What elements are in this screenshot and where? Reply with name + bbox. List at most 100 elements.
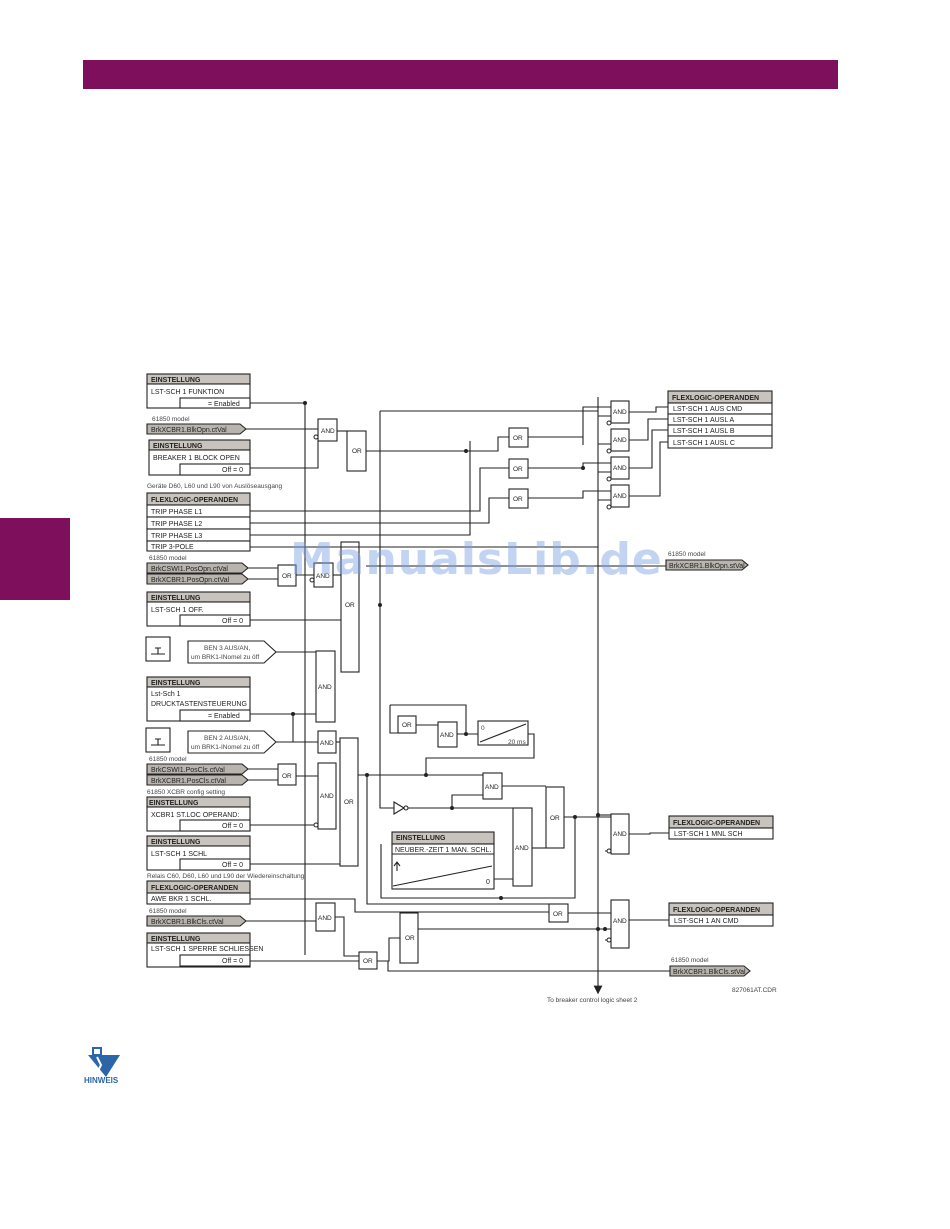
setting-close-label: LST-SCH 1 SCHL [151, 851, 207, 858]
setting-off-value: Off = 0 [222, 618, 243, 625]
operand-ausl-c: LST-SCH 1 AUSL C [673, 440, 735, 447]
and-gate-label: AND [613, 831, 627, 838]
model-label: 61850 model [668, 551, 706, 558]
and-gate-label: AND [321, 428, 335, 435]
blkopn-ctval-tag: BrkXCBR1.BlkOpn.ctVal [151, 427, 227, 434]
setting-off-label: LST-SCH 1 OFF. [151, 607, 204, 614]
setting-header: EINSTELLUNG [151, 839, 201, 846]
and-gate-label: AND [320, 793, 334, 800]
and-gate-label: AND [318, 684, 332, 691]
flexlogic-header: FLEXLOGIC-OPERANDEN [673, 907, 760, 914]
footer-text: To breaker control logic sheet 2 [547, 997, 638, 1004]
and-gate-label: AND [613, 437, 627, 444]
header-bar [83, 60, 838, 89]
and-gate-label: AND [613, 409, 627, 416]
xcbr-poscls-tag: BrkXCBR1.PosCls.ctVal [151, 778, 226, 785]
model-label: 61850 model [149, 756, 187, 763]
blkcls-stval-tag: BrkXCBR1.BlkCls.stVal [673, 969, 746, 976]
timer-pickup: 0 [481, 725, 485, 732]
pushbutton2-line2: um BRK1-INomel zu öff [191, 744, 259, 751]
csw-poscls-tag: BrkCSWI1.PosCls.ctVal [151, 767, 225, 774]
flexlogic-header: FLEXLOGIC-OPERANDEN [672, 395, 759, 402]
setting-pushbutton-label1: Lst-Sch 1 [151, 691, 181, 698]
or-gate-label: OR [550, 815, 560, 822]
and-gate-label: AND [613, 918, 627, 925]
note-relais: Relais C60, D60, L60 und L90 der Wiedere… [147, 873, 305, 880]
operand-trip-l3: TRIP PHASE L3 [151, 533, 202, 540]
setting-header: EINSTELLUNG [396, 835, 446, 842]
setting-pushbutton-label2: DRUCKTASTENSTEUERUNG [151, 701, 247, 708]
model-label: 61850 model [149, 908, 187, 915]
operand-an-cmd: LST-SCH 1 AN CMD [674, 918, 739, 925]
setting-header: EINSTELLUNG [151, 680, 201, 687]
model-label: 61850 model [149, 555, 187, 562]
setting-block-open-label: BREAKER 1 BLOCK OPEN [153, 455, 240, 462]
or-gate-label: OR [282, 773, 292, 780]
flexlogic-header: FLEXLOGIC-OPERANDEN [673, 820, 760, 827]
and-gate-label: AND [318, 915, 332, 922]
setting-header: EINSTELLUNG [149, 800, 199, 807]
setting-function-value: = Enabled [208, 401, 240, 408]
operand-ausl-a: LST-SCH 1 AUSL A [673, 417, 735, 424]
pushbutton3-line1: BEN 3 AUS/AN, [204, 645, 250, 652]
setting-reclose-time-zero: 0 [486, 879, 490, 886]
setting-header: EINSTELLUNG [151, 936, 201, 943]
or-gate-label: OR [513, 435, 523, 442]
or-gate-label: OR [345, 602, 355, 609]
timer-dropout: 20 ms [508, 739, 526, 746]
or-gate-label: OR [405, 935, 415, 942]
blkcls-ctval-tag: BrkXCBR1.BlkCls.ctVal [151, 919, 224, 926]
operand-trip-l1: TRIP PHASE L1 [151, 509, 202, 516]
or-gate-label: OR [282, 573, 292, 580]
or-gate-label: OR [553, 911, 563, 918]
or-gate-label: OR [344, 799, 354, 806]
setting-function-label: LST-SCH 1 FUNKTION [151, 389, 224, 396]
setting-header: EINSTELLUNG [151, 595, 201, 602]
flexlogic-header: FLEXLOGIC-OPERANDEN [151, 885, 238, 892]
csw-posopn-tag: BrkCSWI1.PosOpn.ctVal [151, 566, 228, 573]
flexlogic-header: FLEXLOGIC-OPERANDEN [151, 497, 238, 504]
note-icon [88, 1047, 120, 1077]
model-label: 61850 model [152, 416, 190, 423]
or-gate-label: OR [352, 448, 362, 455]
setting-reclose-time-label: NEUBER.-ZEIT 1 MAN. SCHL. [395, 847, 491, 854]
setting-block-close-value: Off = 0 [222, 958, 243, 965]
model-label: 61850 model [671, 957, 709, 964]
drawing-number: 827061AT.CDR [732, 987, 777, 994]
or-gate-label: OR [363, 958, 373, 965]
setting-stloc-label: XCBR1 ST.LOC OPERAND: [151, 812, 239, 819]
setting-pushbutton-value: = Enabled [208, 713, 240, 720]
operand-trip-l2: TRIP PHASE L2 [151, 521, 202, 528]
xcbr-posopn-tag: BrkXCBR1.PosOpn.ctVal [151, 577, 230, 584]
and-gate-label: AND [316, 573, 330, 580]
setting-block-close-label: LST-SCH 1 SPERRE SCHLIESSEN [151, 946, 263, 953]
and-gate-label: AND [613, 493, 627, 500]
operand-trip-3pole: TRIP 3-POLE [151, 544, 194, 551]
watermark: ManualsLib.de [290, 534, 663, 585]
note-label: HINWEIS [84, 1076, 119, 1085]
operand-aus-cmd: LST-SCH 1 AUS CMD [673, 406, 742, 413]
and-gate-label: AND [485, 784, 499, 791]
setting-header: EINSTELLUNG [153, 443, 203, 450]
or-gate-label: OR [513, 466, 523, 473]
and-gate-label: AND [613, 465, 627, 472]
operand-awe: AWE BKR 1 SCHL. [151, 896, 211, 903]
or-gate-label: OR [513, 496, 523, 503]
or-gate-label: OR [402, 722, 412, 729]
and-gate-label: AND [320, 740, 334, 747]
xcbr-config-note: 61850 XCBR config setting [147, 789, 225, 796]
pushbutton2-line1: BEN 2 AUS/AN, [204, 735, 250, 742]
and-gate-label: AND [515, 845, 529, 852]
setting-close-value: Off = 0 [222, 862, 243, 869]
chapter-tab [0, 518, 70, 600]
note-geraete: Geräte D60, L60 und L90 von Auslöseausga… [147, 483, 283, 490]
blkopn-stval-tag: BrkXCBR1.BlkOpn.stVal [669, 563, 745, 570]
setting-stloc-value: Off = 0 [222, 823, 243, 830]
operand-ausl-b: LST-SCH 1 AUSL B [673, 428, 735, 435]
pushbutton3-line2: um BRK1-INomel zu öff [191, 654, 259, 661]
setting-header: EINSTELLUNG [151, 377, 201, 384]
setting-block-open-value: Off = 0 [222, 467, 243, 474]
operand-mnl-sch: LST-SCH 1 MNL SCH [674, 831, 743, 838]
and-gate-label: AND [440, 732, 454, 739]
